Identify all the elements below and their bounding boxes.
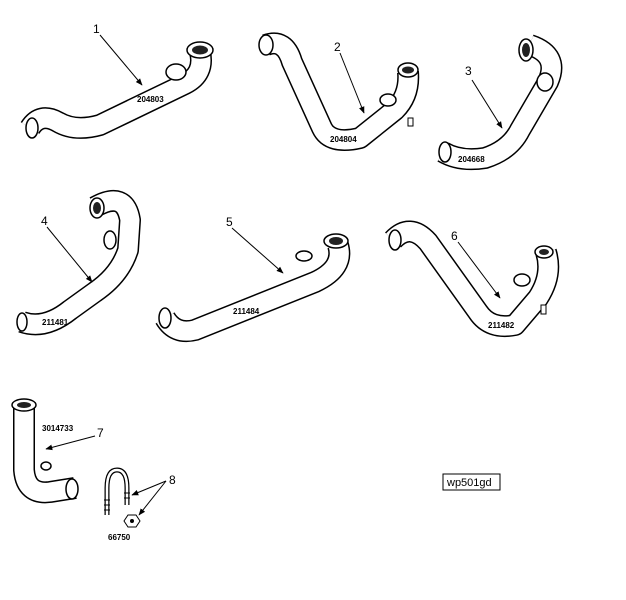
callout-3: 3 — [465, 64, 472, 78]
part-number-3: 204668 — [458, 155, 485, 164]
callout-2: 2 — [334, 40, 341, 54]
part-number-4: 211481 — [42, 318, 69, 327]
pipe-part-5: 5 211484 — [155, 215, 351, 343]
pipe-part-3: 3 204668 — [437, 34, 563, 171]
figure-id-label: wp501gd — [442, 473, 501, 491]
callout-1: 1 — [93, 22, 100, 36]
part-number-1: 204803 — [137, 95, 164, 104]
callout-8: 8 — [169, 473, 176, 487]
callout-6: 6 — [451, 229, 458, 243]
callout-7: 7 — [97, 426, 104, 440]
elbow-part-7: 7 3014733 — [11, 398, 104, 504]
callout-5: 5 — [226, 215, 233, 229]
part-number-2: 204804 — [330, 135, 357, 144]
part-number-5: 211484 — [233, 307, 260, 316]
figure-id-text: wp501gd — [446, 477, 492, 489]
part-number-6: 211482 — [488, 321, 515, 330]
u-bolt-part-8: 8 66750 — [104, 467, 176, 542]
part-number-7: 3014733 — [42, 424, 74, 433]
part-number-8: 66750 — [108, 533, 131, 542]
pipe-part-4: 4 211481 — [16, 189, 141, 336]
callout-4: 4 — [41, 214, 48, 228]
pipe-part-2: 2 204804 — [258, 32, 420, 151]
pipe-part-6: 6 211482 — [385, 220, 560, 338]
pipe-part-1: 1 204803 — [20, 22, 214, 139]
